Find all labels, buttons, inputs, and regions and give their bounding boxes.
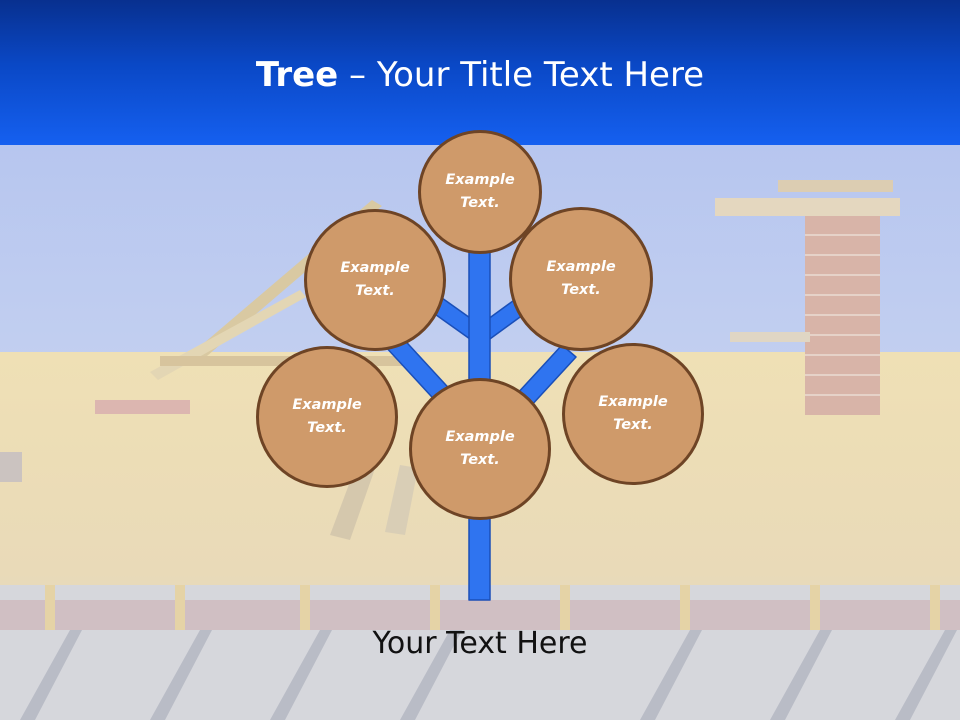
tree-node-upper-right: Example Text. [509,207,653,351]
tree-node-top: Example Text. [418,130,542,254]
title-bold: Tree [255,55,339,95]
tree-node-label: Example Text. [292,397,362,436]
tree-node-center: Example Text. [409,378,551,520]
tree-node-label: Example Text. [546,259,616,298]
tree-node-label: Example Text. [445,429,515,468]
tree-node-label: Example Text. [340,260,410,299]
tree-node-label: Example Text. [598,394,668,433]
slide-title: Tree – Your Title Text Here [0,52,960,98]
tree-node-label: Example Text. [445,172,515,211]
title-bar [0,0,960,145]
tree-node-upper-left: Example Text. [304,209,446,351]
tree-node-lower-right: Example Text. [562,343,704,485]
title-rest: – Your Title Text Here [338,55,705,95]
tree-node-lower-left: Example Text. [256,346,398,488]
bottom-caption: Your Text Here [372,626,588,661]
